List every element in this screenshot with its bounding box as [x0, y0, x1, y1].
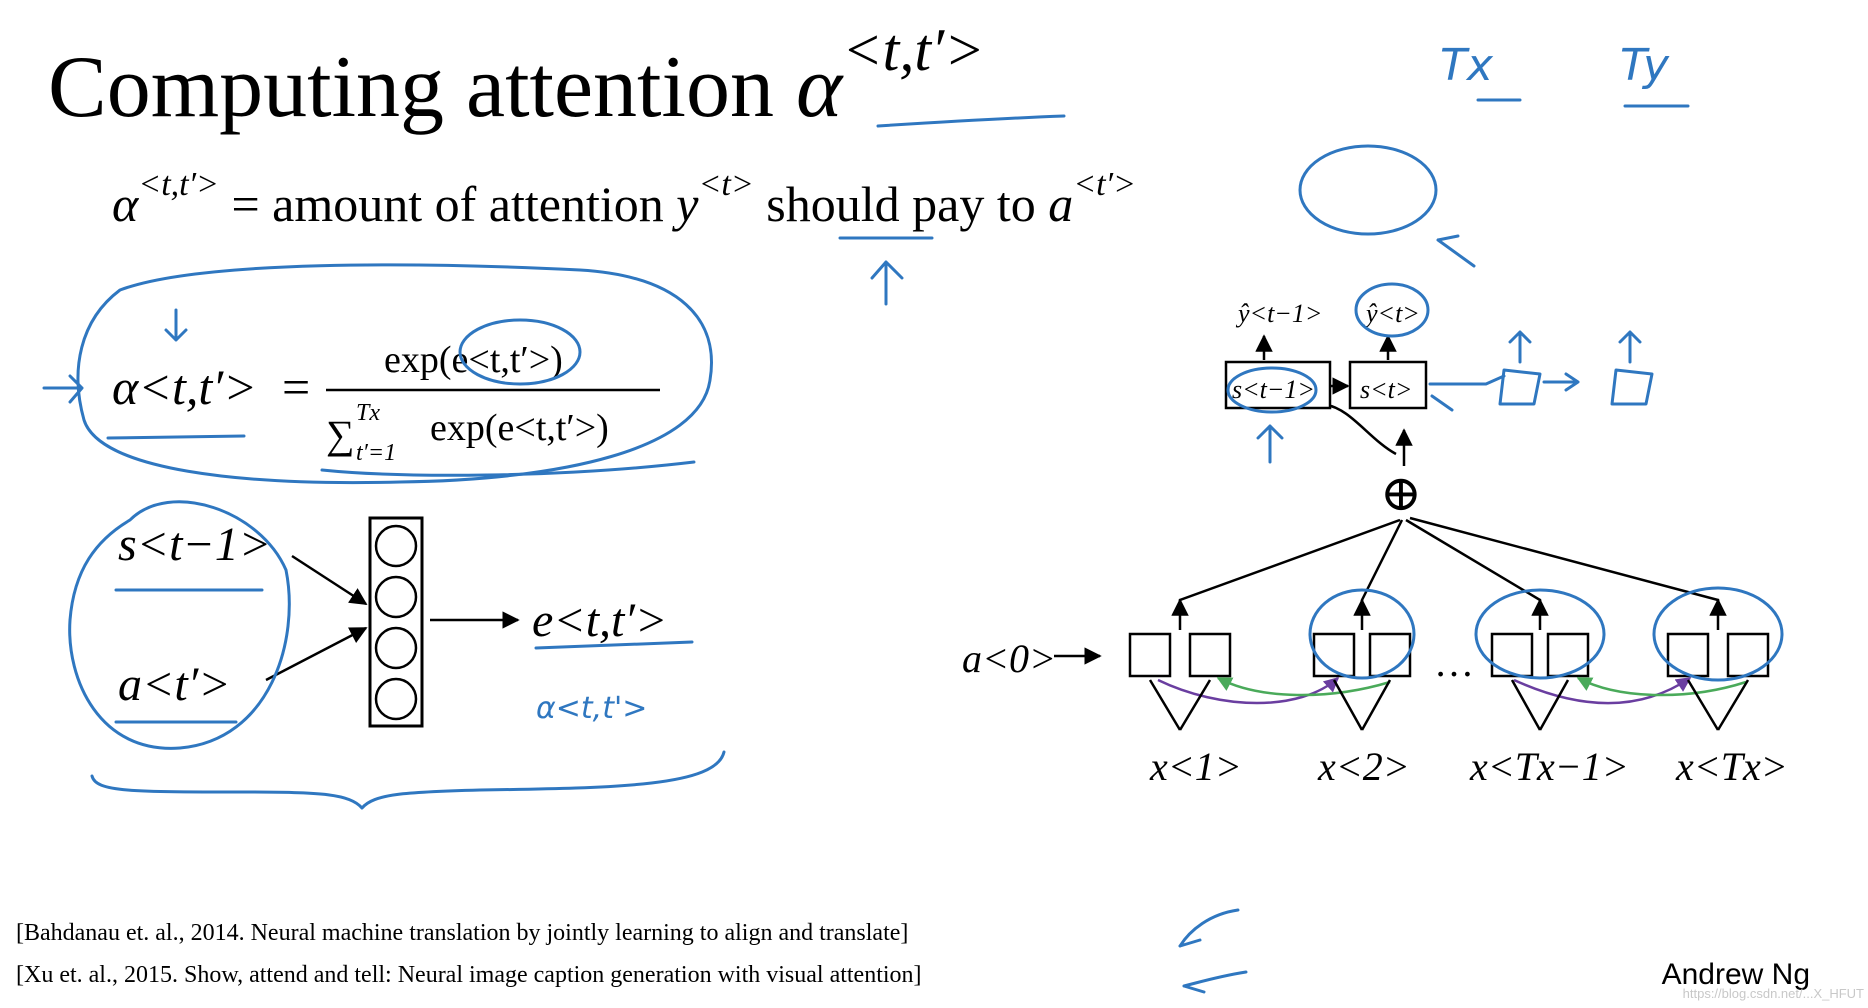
bi-rnn-cell-1f [1128, 632, 1172, 678]
title-superscript: <t,t′> [842, 17, 985, 83]
x2-arrows [1332, 679, 1392, 731]
def-alpha-sup: <t,t′> [138, 166, 219, 203]
title-text: Computing attention [48, 39, 774, 136]
x-label-1: x<1> [1149, 744, 1242, 789]
hw-brace [90, 750, 726, 810]
softmax-lhs: α<t,t′> [112, 359, 257, 415]
bi-rnn-cell-2f [1312, 632, 1356, 678]
hw-title-underline [876, 114, 1066, 128]
hw-next-up-1 [1508, 330, 1532, 364]
backward-link-1 [1216, 676, 1391, 697]
hw-x3-circle [1474, 588, 1606, 680]
softmax-numerator: exp(e<t,t′>) [384, 339, 563, 381]
hw-sprev-circle [1226, 366, 1318, 414]
decoder-cell-t [1348, 360, 1428, 410]
author-name: Andrew Ng [1661, 958, 1810, 991]
small-network: s<t−1> a<t′> e<t,t′> [118, 516, 667, 728]
x-label-4: x<Tx> [1675, 744, 1788, 789]
hw-next-up-2 [1618, 330, 1642, 364]
hw-tx: Tx [1440, 40, 1494, 91]
net-unit-4 [374, 677, 418, 721]
net-unit-3 [374, 626, 418, 670]
sum-lower: t′=1 [356, 440, 396, 466]
x4-arrows [1686, 679, 1750, 731]
softmax-formula: α<t,t′> = exp(e<t,t′>) ∑ Tx t′=1 exp(e<t… [112, 339, 660, 466]
def-y: y [676, 176, 699, 232]
watermark: https://blog.csdn.net/...X_HFUT [1682, 986, 1864, 1001]
bi-rnn-cell-2b [1368, 632, 1412, 678]
bi-rnn-cell-1b [1188, 632, 1232, 678]
s-prev-label: s<t−1> [1232, 375, 1315, 404]
def-end-text: should pay to [766, 176, 1036, 232]
hw-st-arrows [1428, 374, 1506, 412]
hw-alpha-down-arrow [164, 308, 188, 342]
hw-alpha-note: α<t,t'> [536, 691, 647, 726]
attention-definition: α<t,t′> = amount of attention y<t> shoul… [112, 166, 1137, 232]
hw-next-box-2 [1610, 368, 1654, 406]
x3-arrows [1510, 679, 1570, 731]
title-alpha-symbol: α [795, 39, 843, 136]
sum-upper: Tx [356, 400, 380, 426]
x-label-3: x<Tx−1> [1469, 744, 1629, 789]
hw-next-arrow-1 [1542, 372, 1580, 392]
softmax-eq: = [282, 359, 310, 415]
attention-diagram: a<0> … x<1> x<2> x<Tx−1> x<Tx> ⊕ [962, 299, 1788, 789]
x1-arrows [1148, 679, 1212, 731]
input-s-label: s<t−1> [118, 518, 271, 571]
hw-inputs-loop [68, 500, 291, 750]
hw-sprev-arrow [1256, 424, 1284, 464]
hw-input-underlines [114, 588, 264, 724]
x-label-2: x<2> [1317, 744, 1410, 789]
net-unit-2 [374, 575, 418, 619]
hw-ref1-arrow [1178, 908, 1240, 948]
net-unit-1 [374, 524, 418, 568]
forward-link-2 [1513, 676, 1692, 705]
reference-2: [Xu et. al., 2015. Show, attend and tell… [16, 962, 922, 988]
def-y-sup: <t> [698, 166, 754, 203]
hw-softmax-loop [76, 263, 713, 485]
hw-ty: Ty [1620, 40, 1670, 91]
arrow-a-to-net [265, 626, 368, 682]
hw-y-arrow [870, 260, 904, 306]
a0-label: a<0> [962, 636, 1056, 681]
input-a-label: a<t′> [118, 658, 231, 711]
arrow-s-to-net [291, 554, 368, 606]
hw-ref2-arrow [1182, 970, 1248, 994]
hw-x4-circle [1652, 586, 1784, 682]
backward-link-2 [1576, 676, 1747, 697]
def-middle-text: = amount of attention [231, 176, 664, 232]
hw-e-circle [458, 318, 582, 386]
y-prev-label: ŷ<t−1> [1235, 299, 1322, 328]
hw-a-arrow [1436, 234, 1476, 268]
reference-1: [Bahdanau et. al., 2014. Neural machine … [16, 920, 909, 946]
output-e-label: e<t,t′> [532, 594, 667, 647]
hw-a-circle [1298, 144, 1438, 236]
hw-e-underline [534, 640, 694, 650]
hw-denom-underline [320, 460, 696, 477]
forward-link-1 [1157, 677, 1340, 705]
hw-x2-circle [1308, 588, 1416, 680]
ellipsis: … [1434, 640, 1474, 685]
page-title: Computing attention α<t,t′> [48, 20, 985, 132]
sum-symbol: ∑ [326, 412, 355, 457]
def-a: a [1048, 176, 1074, 232]
softmax-denominator: exp(e<t,t′>) [430, 407, 609, 449]
sprev-to-st-path [1325, 403, 1397, 456]
def-alpha: α [112, 176, 139, 232]
y-t-label: ŷ<t> [1363, 299, 1420, 328]
hw-alpha-underline [106, 434, 246, 440]
hw-left-arrow [42, 374, 84, 404]
def-a-sup: <t′> [1073, 166, 1137, 203]
hw-next-box-1 [1498, 368, 1542, 406]
hw-yt-circle [1354, 282, 1430, 338]
handwritten-tx-ty: Tx Ty [1440, 40, 1690, 108]
bi-rnn-cell-3f [1490, 632, 1534, 678]
sum-node: ⊕ [1380, 465, 1422, 521]
s-t-label: s<t> [1360, 375, 1412, 404]
